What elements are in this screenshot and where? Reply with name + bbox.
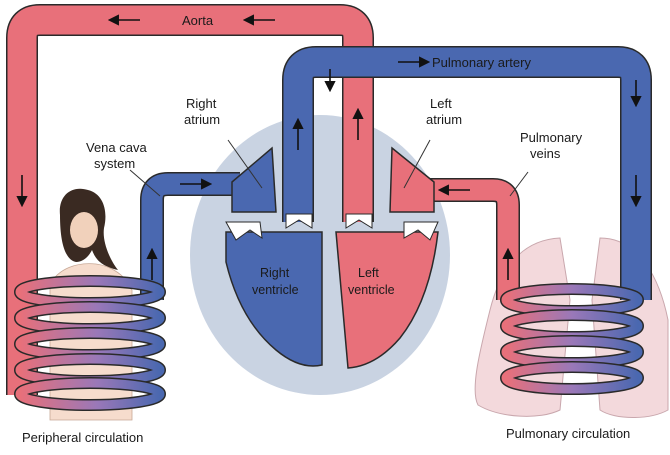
vena-cava-label-line1: Vena cava — [86, 140, 147, 155]
left-atrium-label-line2: atrium — [426, 112, 462, 127]
pulmonary-circulation-label: Pulmonary circulation — [506, 426, 630, 441]
vena-cava-label-line2: system — [94, 156, 135, 171]
left-ventricle-label-line1: Left — [358, 266, 379, 280]
left-atrium-label-line1: Left — [430, 96, 452, 111]
pulmonary-veins-label-line1: Pulmonary — [520, 130, 583, 145]
right-ventricle-label-line1: Right — [260, 266, 290, 280]
pulmonary-capillary-network — [506, 289, 638, 389]
right-atrium-label-line2: atrium — [184, 112, 220, 127]
right-ventricle-label-line2: ventricle — [252, 283, 299, 297]
peripheral-circulation-label: Peripheral circulation — [22, 430, 143, 445]
left-ventricle-label-line2: ventricle — [348, 283, 395, 297]
aorta-label: Aorta — [182, 13, 214, 28]
pulmonary-veins-label-line2: veins — [530, 146, 561, 161]
pulmonary-artery-label: Pulmonary artery — [432, 55, 531, 70]
right-atrium-label-line1: Right — [186, 96, 217, 111]
